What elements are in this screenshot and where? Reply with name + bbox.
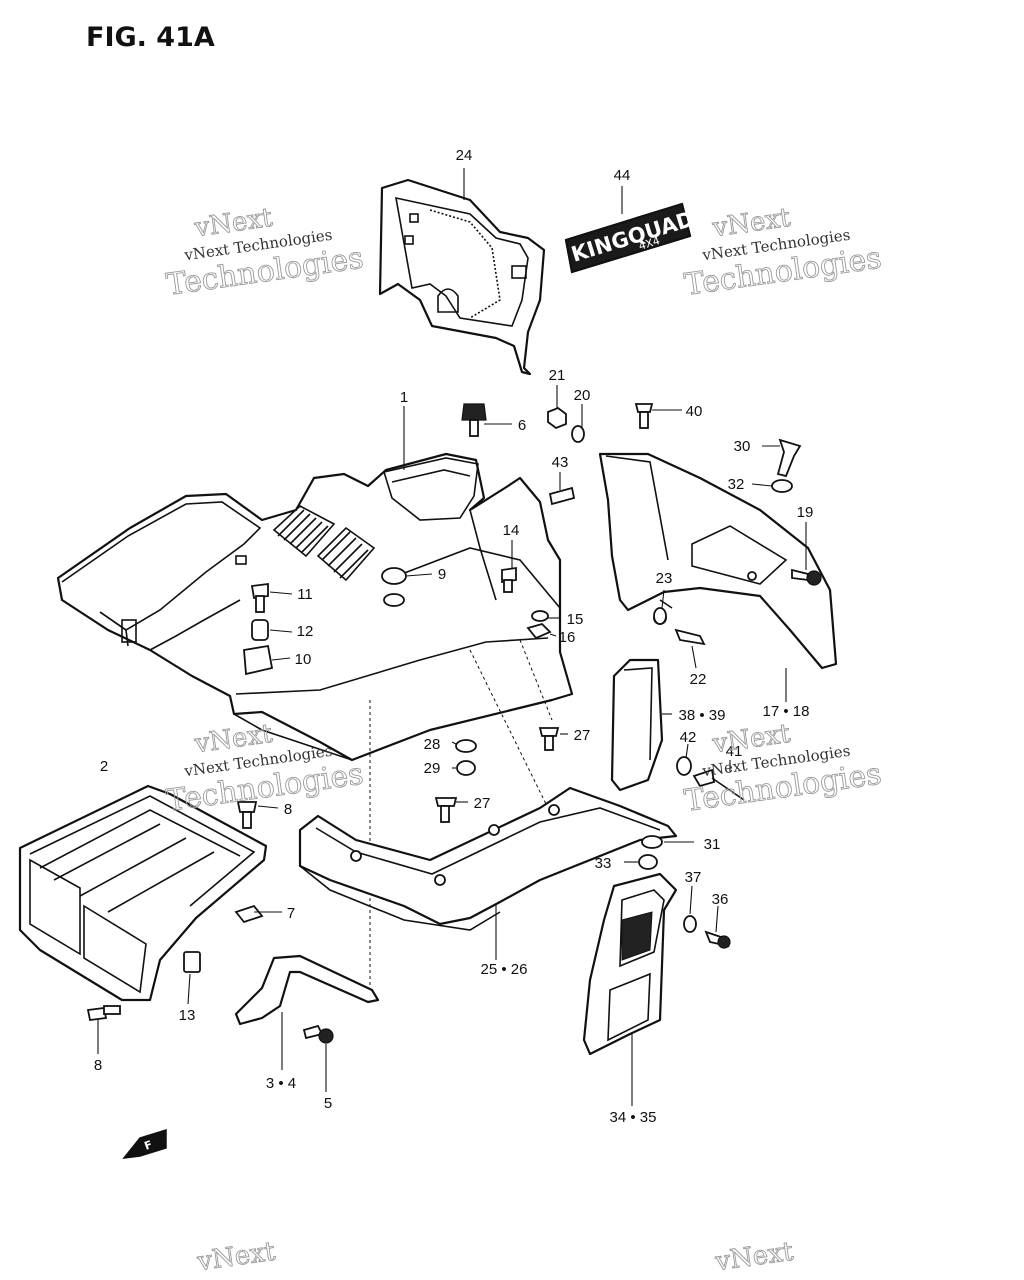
callout-37: 37 [685, 869, 702, 886]
part-44-emblem: KINGQUAD 4X4 [564, 202, 697, 274]
callout-27-lower: 27 [474, 795, 491, 812]
callout-31: 31 [704, 836, 721, 853]
callout-25-26: 25 • 26 [481, 961, 528, 978]
part-2-front-box [18, 784, 268, 1002]
callout-24: 24 [456, 147, 473, 164]
callout-3-4: 3 • 4 [266, 1075, 296, 1092]
callout-41: 41 [726, 743, 743, 760]
callout-44: 44 [614, 167, 631, 184]
callout-28: 28 [424, 736, 441, 753]
callout-27-upper: 27 [574, 727, 591, 744]
watermark-bottom-right: vNext [712, 1236, 796, 1278]
callout-40: 40 [686, 403, 703, 420]
callout-15: 15 [567, 611, 584, 628]
callout-21: 21 [549, 367, 566, 384]
callout-42: 42 [680, 729, 697, 746]
callout-12: 12 [297, 623, 314, 640]
callout-10: 10 [295, 651, 312, 668]
figure-title: FIG. 41A [86, 22, 215, 53]
part-17-18-right-fender [598, 452, 838, 670]
front-arrow-label: F [143, 1138, 155, 1153]
watermark-top-right: vNext vNext Technologies Technologies [682, 202, 884, 303]
fender-vents-left [272, 505, 336, 558]
callout-14: 14 [503, 522, 520, 539]
callout-32: 32 [728, 476, 745, 493]
callout-2: 2 [100, 758, 108, 775]
part-1-front-fender [56, 452, 574, 996]
callout-23: 23 [656, 570, 673, 587]
callout-19: 19 [797, 504, 814, 521]
watermark-line1: vNext [195, 1237, 278, 1278]
callout-38-39: 38 • 39 [679, 707, 726, 724]
callout-30: 30 [734, 438, 751, 455]
callout-13: 13 [179, 1007, 196, 1024]
callout-16: 16 [559, 629, 576, 646]
fender-vents-right [316, 526, 376, 582]
hardware [86, 403, 822, 1044]
part-34-35-side-guard [582, 872, 678, 1056]
callout-17-18: 17 • 18 [763, 703, 810, 720]
callout-8-upper: 8 [284, 801, 292, 818]
front-direction-arrow: F [122, 1128, 167, 1159]
part-24-grille-cover [378, 178, 546, 376]
callout-8-lower: 8 [94, 1057, 102, 1074]
callout-20: 20 [574, 387, 591, 404]
part-38-39-mud-flap [610, 658, 664, 792]
watermark-bottom-left: vNext [194, 1236, 278, 1278]
callout-22: 22 [690, 671, 707, 688]
callout-1: 1 [400, 389, 408, 406]
callout-29: 29 [424, 760, 441, 777]
callout-33: 33 [595, 855, 612, 872]
callout-11: 11 [297, 586, 313, 603]
callout-labels: 24 44 1 6 21 20 40 43 30 32 19 9 11 12 1… [94, 147, 814, 1126]
callout-6: 6 [518, 417, 526, 434]
watermark-top-left: vNext vNext Technologies Technologies [164, 202, 366, 303]
callout-36: 36 [712, 891, 729, 908]
callout-5: 5 [324, 1095, 332, 1112]
callout-34-35: 34 • 35 [610, 1109, 657, 1126]
callout-43: 43 [552, 454, 569, 471]
emblem-sub: 4X4 [637, 234, 661, 253]
callout-7: 7 [287, 905, 295, 922]
watermark-line1: vNext [713, 1237, 796, 1278]
callout-9: 9 [438, 566, 446, 583]
part-3-4-bracket [234, 954, 380, 1026]
leader-lines [97, 168, 807, 1106]
